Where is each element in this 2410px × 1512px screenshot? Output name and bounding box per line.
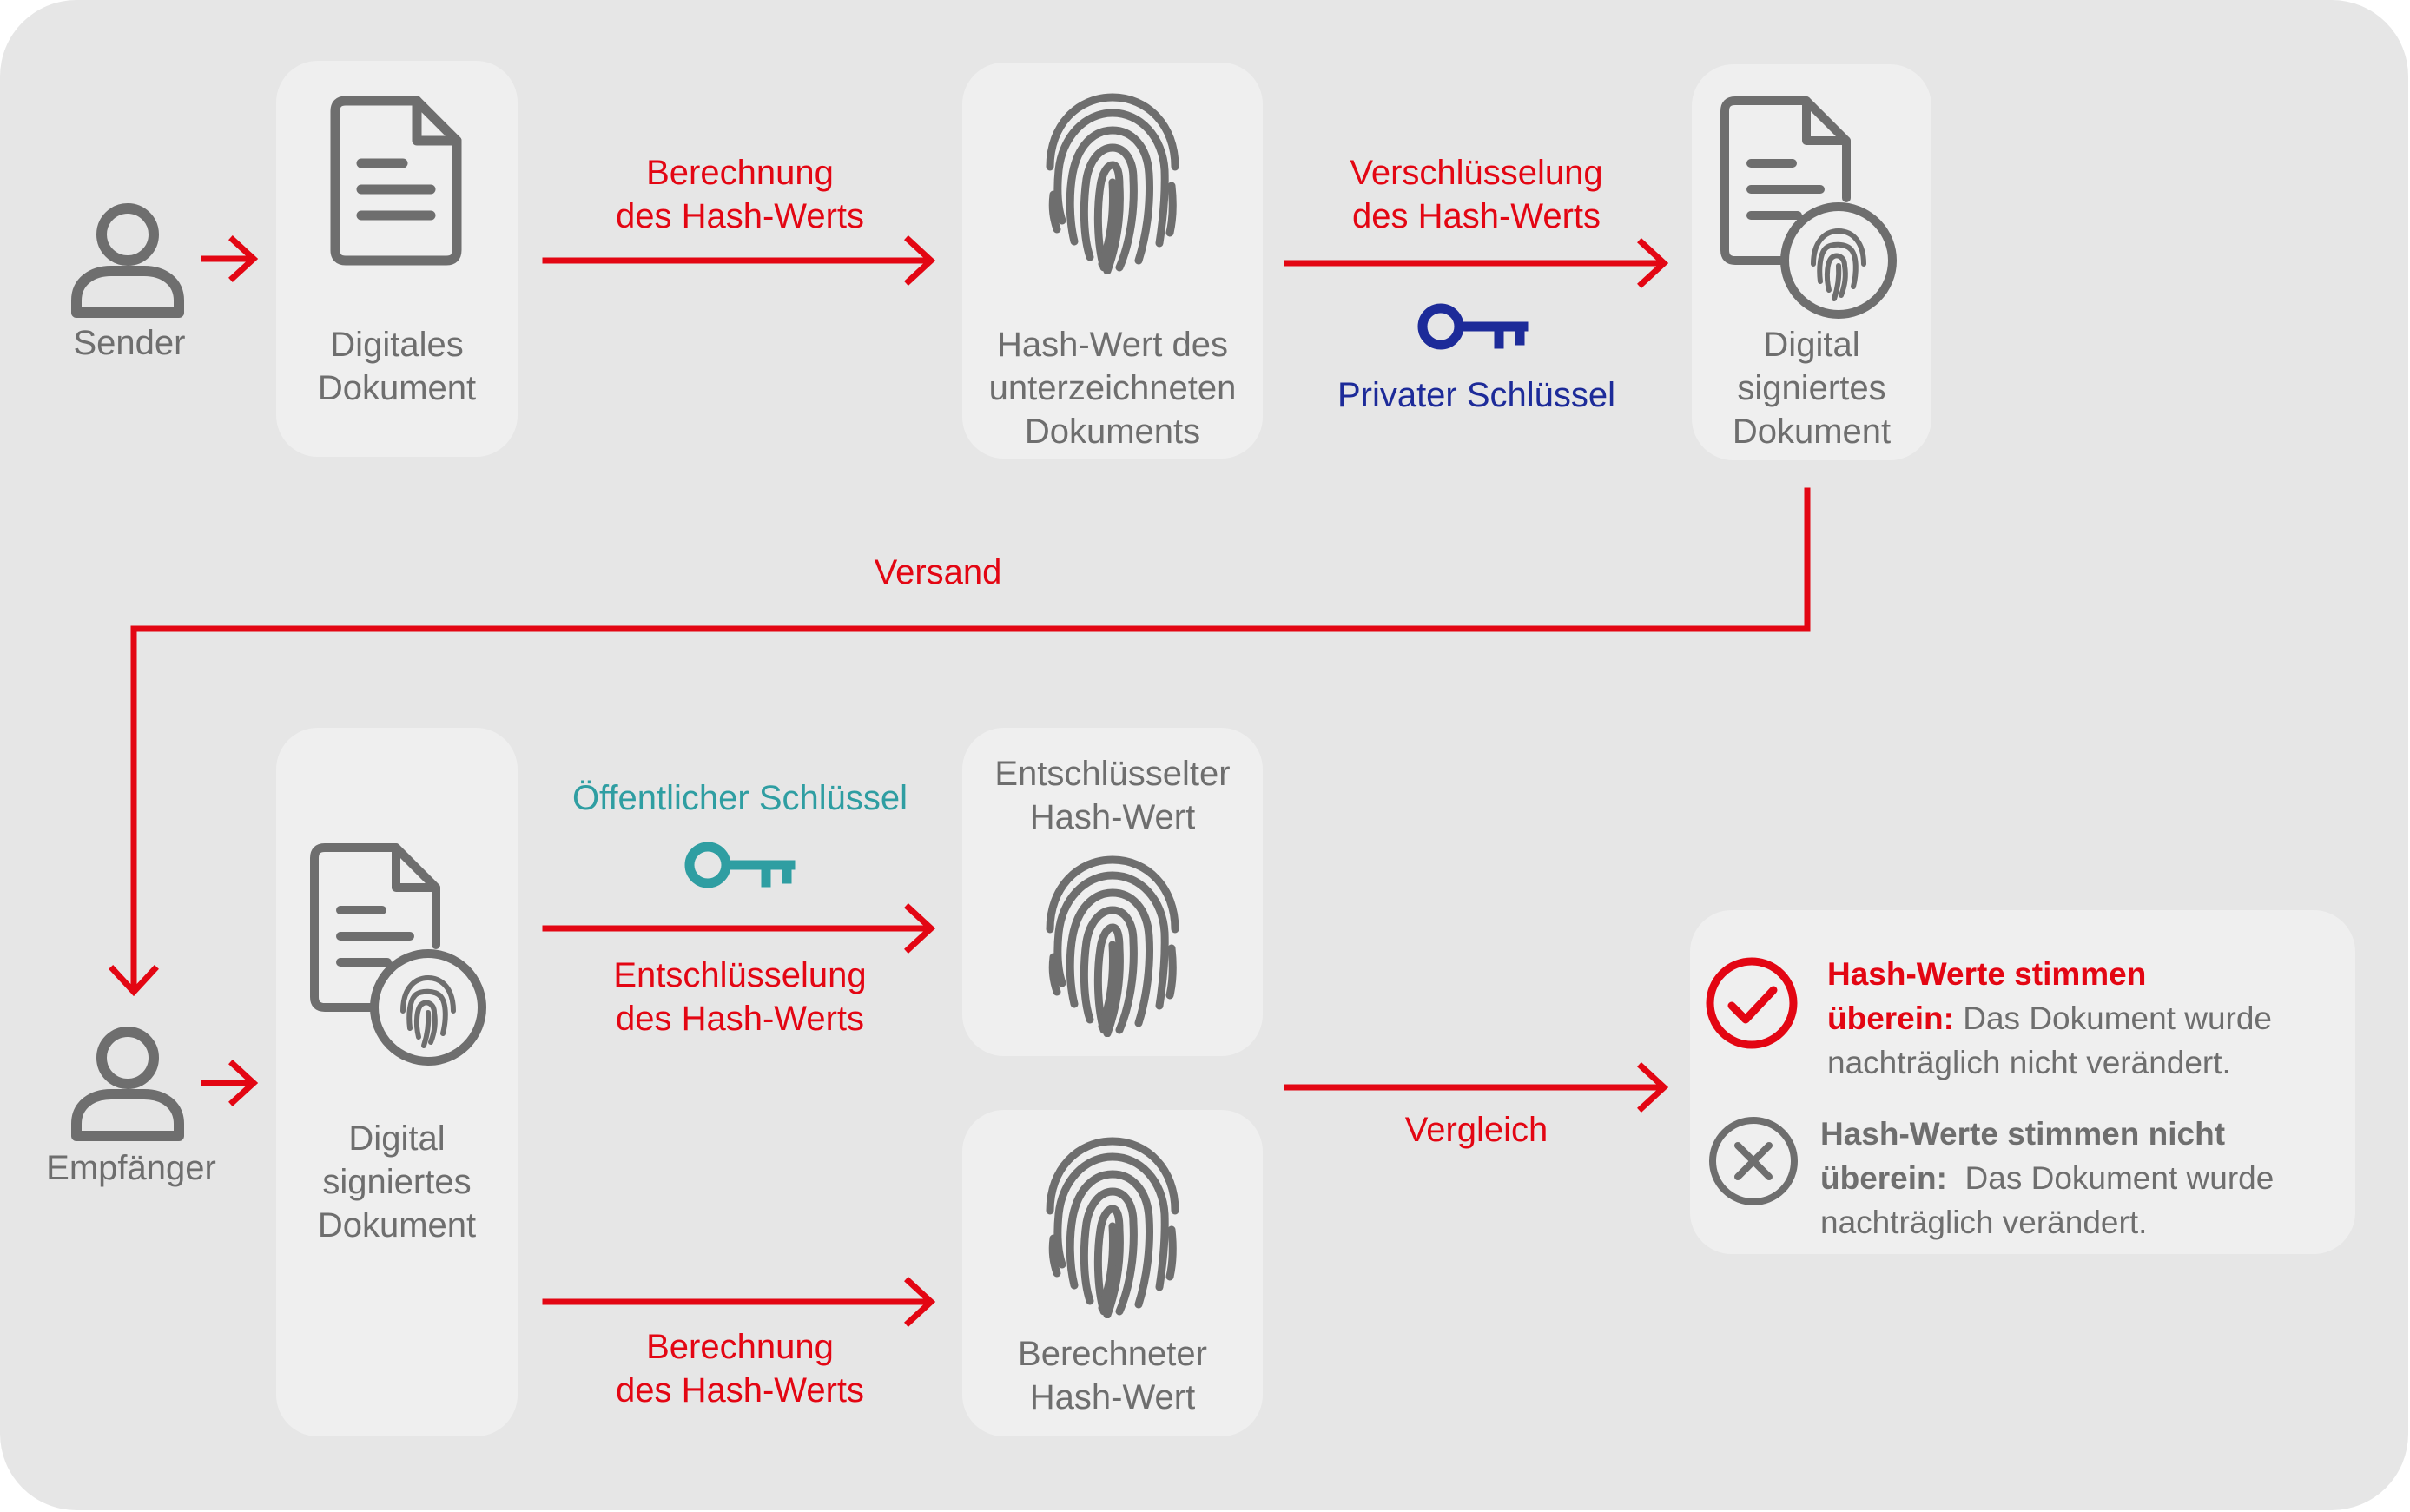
signed-document-top-label-2: signiertes (1737, 369, 1886, 407)
signed-document-bottom-label-2: signiertes (322, 1163, 472, 1201)
signed-document-bottom-label-1: Digital (348, 1119, 446, 1158)
result-mismatch-text2: nachträglich verändert. (1820, 1205, 2148, 1240)
result-mismatch-title: Hash-Werte stimmen nicht (1820, 1116, 2226, 1152)
recipient-label: Empfänger (46, 1149, 216, 1187)
arrow-sender-to-document (201, 235, 259, 282)
compare-label: Vergleich (1404, 1111, 1548, 1149)
fingerprint-icon (1046, 1137, 1179, 1318)
arrow-encrypt-hash (1284, 238, 1669, 288)
decrypted-hash-label-1: Entschlüsselter (994, 755, 1231, 793)
result-match-title: Hash-Werte stimmen (1827, 956, 2147, 992)
result-match-text: Hash-Werte stimmen überein: Das Dokument… (1827, 952, 2348, 1085)
digital-document-label-2: Dokument (317, 369, 477, 407)
fingerprint-icon (1046, 855, 1179, 1037)
private-key-label: Privater Schlüssel (1337, 376, 1616, 414)
digital-document-label-1: Digitales (330, 326, 464, 364)
sender-label: Sender (73, 324, 186, 362)
hash-value-signed-label-1: Hash-Wert des (996, 326, 1228, 364)
shipping-label: Versand (874, 553, 1002, 591)
result-match-text1: Das Dokument wurde (1963, 1000, 2273, 1036)
compute-hash-top-label-1: Berechnung (646, 154, 834, 192)
x-circle-icon (1709, 1117, 1798, 1205)
computed-hash-label-2: Hash-Wert (1029, 1378, 1196, 1416)
compute-hash-top-label-2: des Hash-Werts (615, 197, 864, 235)
public-key-icon (684, 842, 796, 888)
compute-hash-bottom-label-2: des Hash-Werts (615, 1371, 864, 1410)
arrow-recipient-to-document (201, 1060, 259, 1106)
hash-value-signed-label-3: Dokuments (1024, 413, 1201, 451)
encrypt-hash-label-2: des Hash-Werts (1351, 197, 1601, 235)
decrypted-hash-label-2: Hash-Wert (1029, 798, 1196, 836)
result-mismatch-title2: überein: (1820, 1160, 1947, 1196)
result-card (1690, 910, 2355, 1254)
arrow-compare (1284, 1062, 1669, 1113)
encrypt-hash-label-1: Verschlüsselung (1350, 154, 1603, 192)
result-mismatch-text1: Das Dokument wurde (1964, 1160, 2275, 1196)
private-key-icon (1417, 303, 1529, 350)
signed-document-top-label-3: Dokument (1732, 413, 1892, 451)
result-match-text2: nachträglich nicht verändert. (1827, 1045, 2231, 1080)
result-match-title2: überein: (1827, 1000, 1954, 1036)
compute-hash-bottom-label-1: Berechnung (646, 1328, 834, 1366)
signed-document-bottom-label-3: Dokument (317, 1206, 477, 1245)
decrypt-hash-label-2: des Hash-Werts (615, 1000, 864, 1038)
signed-document-icon (1720, 96, 1897, 319)
public-key-label: Öffentlicher Schlüssel (571, 779, 908, 817)
sender-person-icon (71, 203, 184, 318)
document-icon (330, 96, 462, 266)
recipient-person-icon (71, 1027, 184, 1141)
arrow-compute-hash-bottom (542, 1277, 936, 1327)
fingerprint-icon (1046, 93, 1179, 274)
check-circle-icon (1706, 957, 1798, 1049)
decrypt-hash-label-1: Entschlüsselung (613, 956, 867, 994)
signed-document-icon (310, 843, 486, 1066)
computed-hash-label-1: Berechneter (1018, 1335, 1207, 1373)
hash-value-signed-label-2: unterzeichneten (988, 369, 1237, 407)
result-mismatch-text: Hash-Werte stimmen nicht überein: Das Do… (1820, 1112, 2350, 1245)
arrow-compute-hash-top (542, 235, 936, 286)
signed-document-bottom-card (276, 728, 518, 1436)
arrow-decrypt-hash (542, 903, 936, 954)
signed-document-top-label-1: Digital (1763, 326, 1860, 364)
